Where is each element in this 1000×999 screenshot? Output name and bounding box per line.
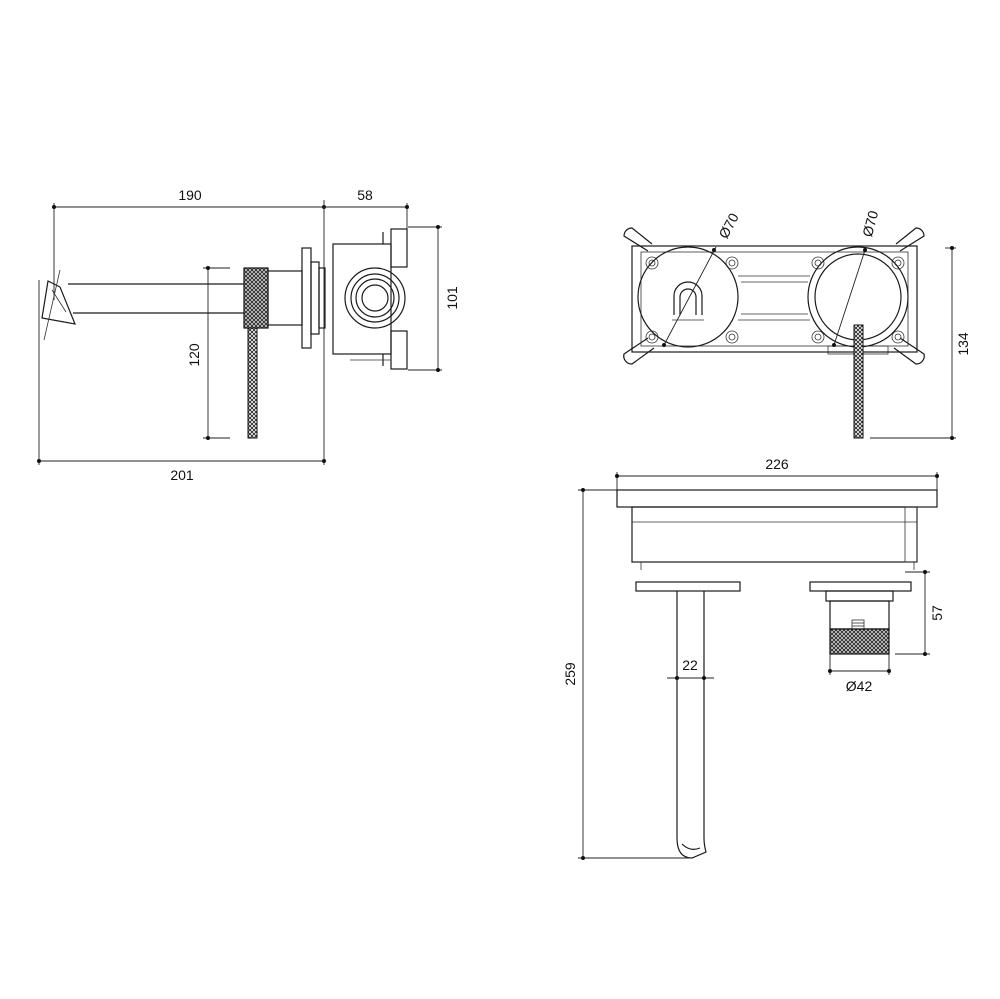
dim-plate-width-label: 226 (765, 456, 789, 472)
dim-total-depth-label: 259 (562, 662, 578, 686)
dim-handle-drop: 120 (186, 266, 230, 440)
side-view: 190 58 101 120 (37, 187, 460, 483)
control-lever-front (853, 324, 864, 439)
control-top (809, 581, 912, 655)
dim-spout-length: 190 (52, 187, 326, 300)
dim-right-plate-diameter-label: Ø70 (859, 209, 881, 239)
valve-body-side (332, 228, 408, 370)
dim-body-height-label: 101 (444, 286, 460, 310)
dim-control-diameter: Ø42 (828, 654, 891, 694)
dim-control-depth: 57 (895, 570, 945, 656)
dim-control-diameter-label: Ø42 (846, 678, 873, 694)
dim-left-plate-diameter: Ø70 (662, 210, 742, 347)
dim-body-height: 101 (408, 225, 460, 372)
front-view: Ø70 Ø70 134 (623, 209, 971, 440)
dim-body-depth-label: 58 (357, 187, 373, 203)
dim-total-length: 201 (37, 280, 326, 483)
dim-right-plate-diameter: Ø70 (832, 209, 881, 347)
dim-body-depth: 58 (323, 187, 409, 465)
dim-plate-width: 226 (615, 456, 939, 490)
handle-grip (243, 267, 269, 329)
wall-plate-side (267, 247, 326, 349)
mounting-ear-left (623, 227, 655, 365)
dim-spout-diameter-label: 22 (682, 657, 698, 673)
spout-top (635, 581, 741, 859)
dim-left-plate-diameter-label: Ø70 (715, 210, 742, 241)
dim-spout-length-label: 190 (178, 187, 202, 203)
dim-total-length-label: 201 (170, 467, 194, 483)
dim-control-depth-label: 57 (929, 605, 945, 621)
mounting-ear-right (893, 227, 925, 365)
dim-spout-diameter: 22 (667, 657, 714, 680)
spout-side (41, 269, 244, 341)
control-plate-front (807, 246, 909, 439)
top-view: 226 22 (562, 456, 945, 860)
handle-lever (247, 327, 258, 439)
wall-plate-top (616, 489, 938, 570)
valve-frame-front (631, 245, 918, 355)
dim-overall-height-label: 134 (955, 332, 971, 356)
dim-total-depth: 259 (562, 488, 692, 860)
control-grip-top (829, 628, 890, 655)
spout-plate-front (637, 246, 739, 348)
dim-overall-height: 134 (870, 246, 971, 440)
dim-handle-drop-label: 120 (186, 343, 202, 367)
